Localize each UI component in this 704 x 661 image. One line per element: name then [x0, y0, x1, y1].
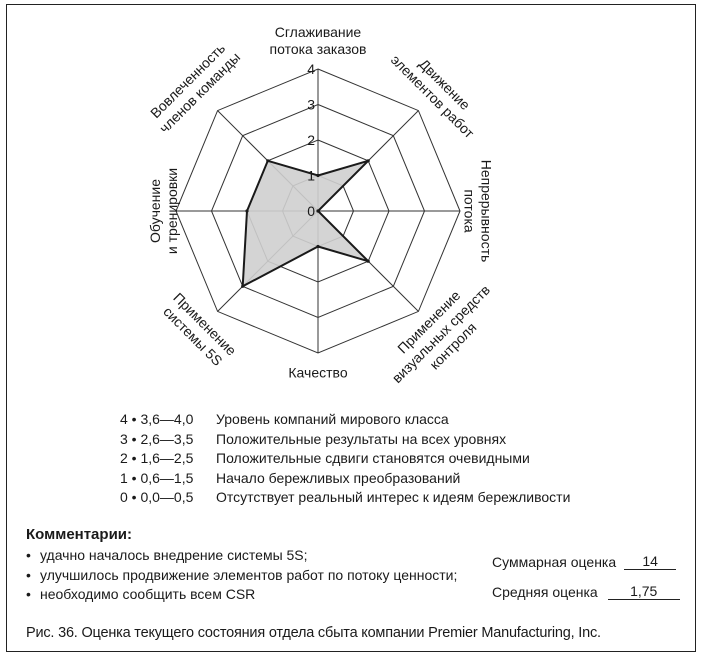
total-score-value: 14	[624, 553, 677, 570]
tick-label: 4	[307, 61, 315, 77]
data-point	[366, 159, 370, 163]
scale-legend-row: 0 • 0,0—0,5 Отсутствует реальный интерес…	[120, 488, 570, 508]
scale-range: 2 • 1,6—2,5	[120, 450, 194, 466]
scale-range: 3 • 2,6—3,5	[120, 430, 194, 447]
axis-label-line: Обучение	[147, 179, 163, 243]
scale-legend-row: 2 • 1,6—2,5 Положительные сдвиги становя…	[120, 449, 570, 469]
axis-label-line: Качество	[288, 364, 347, 380]
axis-label-line: и тренировки	[164, 168, 180, 254]
total-score-label: Суммарная оценка	[492, 554, 617, 570]
scale-legend-row: 4 • 3,6—4,0 Уровень компаний мирового кл…	[120, 410, 570, 430]
axis-label-line: Сглаживание	[275, 24, 362, 40]
tick-label: 3	[307, 97, 315, 113]
axis-label-line: потока	[461, 189, 477, 233]
comment-item: необходимо сообщить всем CSR	[26, 585, 457, 605]
average-score-label: Средняя оценка	[492, 584, 598, 600]
scale-description: Положительные сдвиги становятся очевидны…	[216, 450, 530, 466]
data-point	[241, 284, 245, 288]
comment-item: улучшилось продвижение элементов работ п…	[26, 566, 457, 586]
figure-frame	[6, 4, 696, 652]
scale-description: Начало бережливых преобразований	[216, 469, 461, 486]
data-point	[316, 173, 320, 178]
data-point	[366, 259, 370, 263]
axis-label: Качество	[288, 364, 347, 380]
scale-legend-row: 1 • 0,6—1,5 Начало бережливых преобразов…	[120, 469, 570, 489]
data-point	[316, 244, 320, 249]
scale-range: 4 • 3,6—4,0	[120, 411, 194, 427]
tick-label: 2	[307, 132, 315, 148]
scale-legend-row: 3 • 2,6—3,5 Положительные результаты на …	[120, 430, 570, 450]
data-point	[316, 209, 320, 213]
total-score: Суммарная оценка 14	[492, 553, 677, 570]
figure-caption: Рис. 36. Оценка текущего состояния отдел…	[26, 625, 601, 641]
scale-description: Отсутствует реальный интерес к идеям бер…	[216, 489, 571, 505]
average-score: Средняя оценка 1,75	[492, 583, 680, 600]
data-area	[241, 159, 369, 289]
axis-label-line: потока заказов	[270, 41, 367, 57]
scale-legend: 4 • 3,6—4,0 Уровень компаний мирового кл…	[120, 410, 570, 508]
average-score-value: 1,75	[607, 583, 680, 600]
axis-label-line: Непрерывность	[478, 160, 494, 263]
comments-title: Комментарии:	[26, 526, 133, 543]
tick-label: 1	[307, 168, 315, 184]
tick-label: 0	[307, 203, 315, 219]
scale-description: Положительные результаты на всех уровнях	[216, 430, 507, 447]
data-point	[245, 209, 249, 213]
comment-item: удачно началось внедрение системы 5S;	[26, 546, 457, 566]
comments-list: удачно началось внедрение системы 5S; ул…	[26, 546, 457, 605]
scale-range: 1 • 0,6—1,5	[120, 469, 194, 486]
data-point	[266, 159, 270, 163]
scale-range: 0 • 0,0—0,5	[120, 489, 194, 505]
scale-description: Уровень компаний мирового класса	[216, 411, 449, 427]
